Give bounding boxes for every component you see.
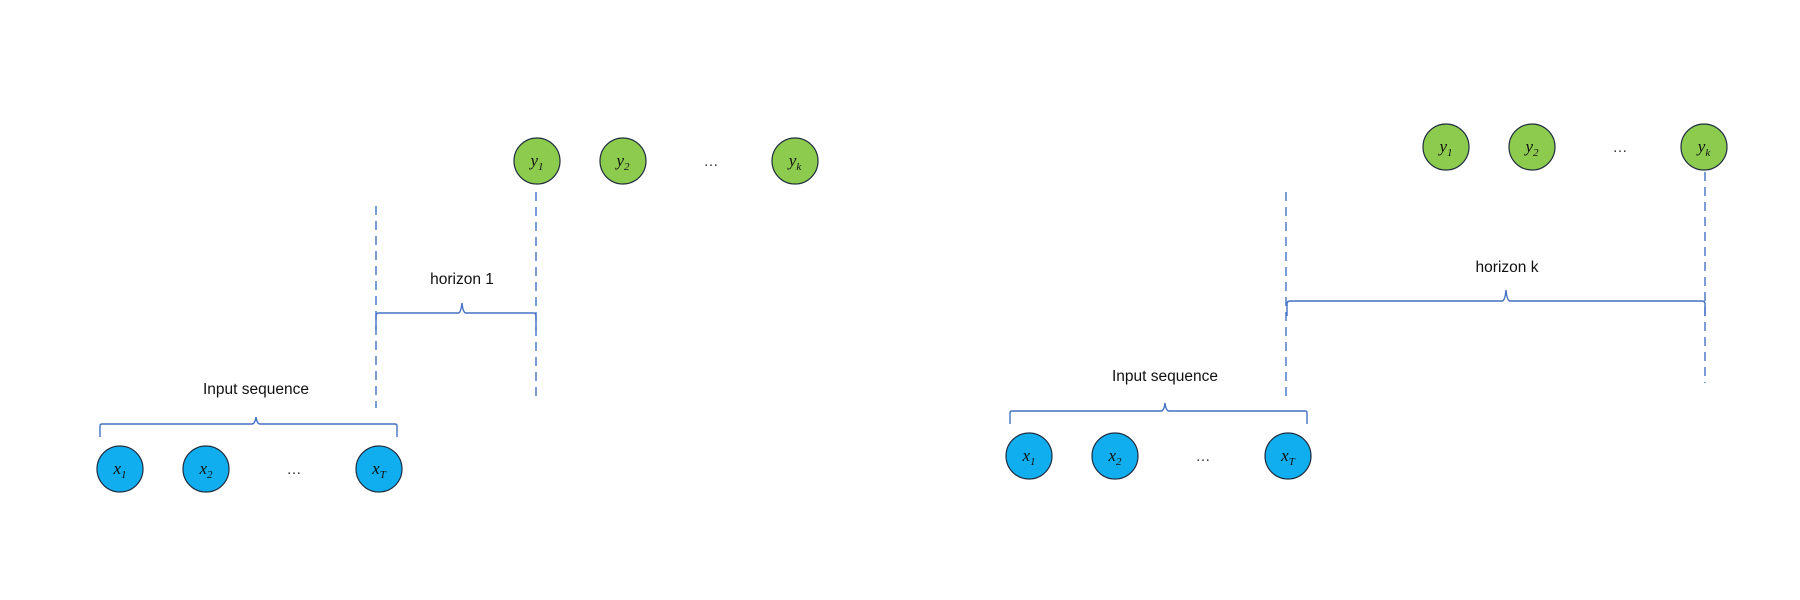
svg-text:x2: x2 <box>198 459 213 481</box>
svg-text:x1: x1 <box>112 459 126 481</box>
right-horizon-brace <box>1286 289 1706 316</box>
right-panel: Input sequence horizon k x1 x2 … xT y1 y… <box>1005 123 1728 480</box>
right-horizon-label: horizon k <box>1476 259 1539 276</box>
left-output-node-k: yk <box>771 137 819 185</box>
left-input-brace <box>99 416 398 437</box>
left-input-node-2: x2 <box>182 445 230 493</box>
svg-text:x2: x2 <box>1107 446 1122 468</box>
left-input-label: Input sequence <box>203 381 309 398</box>
left-panel: Input sequence horizon 1 x1 x2 … xT y1 y… <box>96 137 819 493</box>
left-horizon-label: horizon 1 <box>430 271 494 288</box>
svg-text:y1: y1 <box>528 151 543 173</box>
svg-text:xT: xT <box>1280 446 1296 468</box>
right-input-ellipsis: … <box>1196 448 1211 465</box>
svg-text:y1: y1 <box>1437 137 1452 159</box>
right-output-ellipsis: … <box>1613 139 1628 156</box>
svg-text:y2: y2 <box>614 151 630 173</box>
left-horizon-brace <box>375 302 537 330</box>
left-output-ellipsis: … <box>704 153 719 170</box>
right-input-node-T: xT <box>1264 432 1312 480</box>
svg-text:yk: yk <box>787 151 803 173</box>
right-output-node-k: yk <box>1680 123 1728 171</box>
right-output-node-1: y1 <box>1422 123 1470 171</box>
svg-text:yk: yk <box>1696 137 1712 159</box>
svg-text:xT: xT <box>371 459 387 481</box>
right-input-label: Input sequence <box>1112 368 1218 385</box>
left-output-node-2: y2 <box>599 137 647 185</box>
right-output-node-2: y2 <box>1508 123 1556 171</box>
left-input-node-T: xT <box>355 445 403 493</box>
right-input-node-1: x1 <box>1005 432 1053 480</box>
left-input-ellipsis: … <box>287 461 302 478</box>
right-input-node-2: x2 <box>1091 432 1139 480</box>
left-output-node-1: y1 <box>513 137 561 185</box>
left-input-node-1: x1 <box>96 445 144 493</box>
svg-text:y2: y2 <box>1523 137 1539 159</box>
right-input-brace <box>1009 402 1308 424</box>
svg-text:x1: x1 <box>1021 446 1035 468</box>
